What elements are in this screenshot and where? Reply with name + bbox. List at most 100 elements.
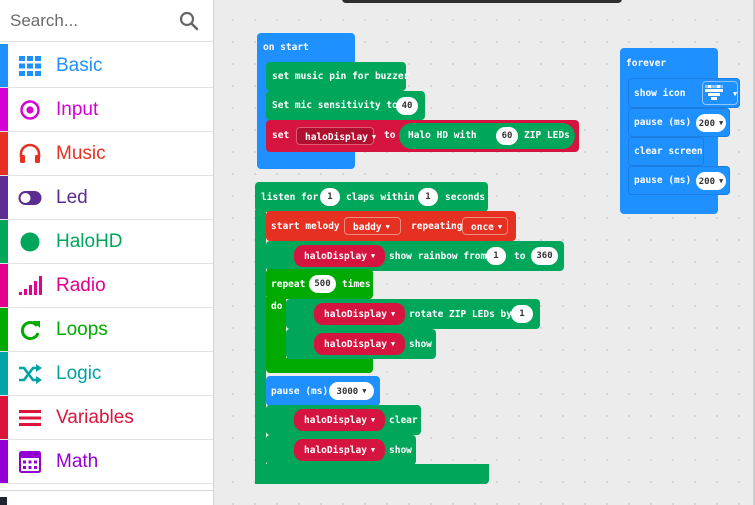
- category-stripe: [0, 352, 8, 395]
- pause-block[interactable]: pause (ms) 3000▼: [266, 376, 380, 406]
- category-halohd[interactable]: HaloHD: [0, 220, 213, 264]
- window-corner: [0, 497, 7, 505]
- halo-display-variable[interactable]: haloDisplay▼: [314, 333, 405, 355]
- category-led[interactable]: Led: [0, 176, 213, 220]
- repeat-block-spine: do: [266, 297, 286, 359]
- category-label: Logic: [56, 363, 102, 384]
- vertical-scrollbar[interactable]: [753, 0, 755, 505]
- pause-value-dropdown[interactable]: 200▼: [696, 114, 726, 132]
- list-icon: [19, 410, 41, 426]
- zip-leds-count[interactable]: 60: [496, 127, 518, 145]
- category-label: Math: [56, 451, 99, 472]
- rotate-label: rotate ZIP LEDs by: [409, 309, 512, 320]
- set-mic-sensitivity-block[interactable]: Set mic sensitivity to 40: [266, 91, 425, 120]
- search-bar: [0, 0, 213, 42]
- claps-within-label: claps within: [346, 192, 415, 203]
- calculator-icon: [19, 451, 41, 473]
- category-variables[interactable]: Variables: [0, 396, 213, 440]
- show-icon-block[interactable]: show icon ▼: [628, 78, 740, 108]
- category-label: Basic: [56, 55, 103, 76]
- halo-display-variable[interactable]: haloDisplay▼: [294, 409, 385, 431]
- category-label: Led: [56, 187, 88, 208]
- show-block[interactable]: haloDisplay▼ show: [266, 435, 416, 465]
- dropdown-arrow-icon: ▼: [371, 133, 377, 141]
- mic-sensitivity-label: Set mic sensitivity to: [272, 100, 398, 111]
- icon-dropdown[interactable]: ▼: [702, 81, 738, 105]
- show-rainbow-label: show rainbow from: [389, 251, 487, 262]
- rotate-zip-leds-block[interactable]: haloDisplay▼ rotate ZIP LEDs by 1: [286, 299, 540, 329]
- rainbow-from-value[interactable]: 1: [486, 247, 506, 265]
- dropdown-arrow-icon: ▼: [385, 223, 390, 231]
- category-music[interactable]: Music: [0, 132, 213, 176]
- search-icon[interactable]: [179, 11, 199, 31]
- category-radio[interactable]: Radio: [0, 264, 213, 308]
- category-stripe: [0, 308, 8, 351]
- do-label: do: [271, 301, 283, 312]
- search-input[interactable]: [10, 8, 170, 34]
- toolbox: Basic Input Music Led HaloHD: [0, 0, 214, 505]
- show-block[interactable]: haloDisplay▼ show: [286, 329, 436, 359]
- dropdown-arrow-icon: ▼: [362, 387, 367, 395]
- heart-icon: [705, 85, 723, 100]
- repeating-label: repeating: [411, 221, 463, 232]
- pause-block[interactable]: pause (ms) 200▼: [628, 108, 730, 137]
- start-melody-block[interactable]: start melody baddy▼ repeating once▼: [266, 211, 516, 241]
- category-stripe: [0, 440, 8, 483]
- refresh-icon: [20, 321, 40, 340]
- dropdown-arrow-icon: ▼: [390, 310, 396, 318]
- dropdown-arrow-icon: ▼: [370, 252, 376, 260]
- repeat-block[interactable]: repeat 500 times: [266, 269, 373, 299]
- variable-dropdown[interactable]: haloDisplay▼: [296, 127, 377, 145]
- category-label: Loops: [56, 319, 108, 340]
- category-label: Input: [56, 99, 99, 120]
- repeat-block-footer: [266, 358, 373, 373]
- set-music-pin-label: set music pin for buzzer: [272, 71, 410, 82]
- pause-block[interactable]: pause (ms) 200▼: [628, 166, 730, 195]
- blocks-workspace[interactable]: on start set music pin for buzzer Set mi…: [214, 0, 755, 505]
- melody-dropdown[interactable]: baddy▼: [344, 217, 401, 235]
- horizontal-scrollbar[interactable]: [342, 0, 622, 3]
- dropdown-arrow-icon: ▼: [733, 90, 738, 98]
- dropdown-arrow-icon: ▼: [719, 177, 724, 185]
- on-start-label: on start: [263, 42, 309, 53]
- category-math[interactable]: Math: [0, 440, 213, 484]
- target-icon: [20, 100, 40, 120]
- category-basic[interactable]: Basic: [0, 44, 213, 88]
- halo-hd-with-reporter[interactable]: Halo HD with 60 ZIP LEDs: [399, 123, 575, 149]
- category-label: Music: [56, 143, 106, 164]
- pause-value-dropdown[interactable]: 3000▼: [329, 382, 374, 400]
- category-logic[interactable]: Logic: [0, 352, 213, 396]
- dropdown-arrow-icon: ▼: [719, 119, 724, 127]
- mic-sensitivity-value[interactable]: 40: [396, 97, 418, 115]
- category-input[interactable]: Input: [0, 88, 213, 132]
- pause-label: pause (ms): [634, 117, 692, 128]
- category-stripe: [0, 220, 8, 263]
- seconds-value[interactable]: 1: [418, 188, 438, 206]
- rainbow-to-value[interactable]: 360: [531, 247, 558, 265]
- rotate-by-value[interactable]: 1: [511, 305, 533, 323]
- halo-display-variable[interactable]: haloDisplay▼: [294, 245, 385, 267]
- repeat-times-value[interactable]: 500: [309, 275, 336, 293]
- set-label: set: [272, 130, 290, 141]
- set-music-pin-block[interactable]: set music pin for buzzer: [266, 62, 410, 91]
- category-stripe: [0, 132, 8, 175]
- listen-for-claps-block[interactable]: listen for 1 claps within 1 seconds: [255, 182, 488, 212]
- halo-hd-with-label: Halo HD with: [408, 130, 477, 141]
- grid-icon: [19, 56, 41, 76]
- halo-display-variable[interactable]: haloDisplay▼: [314, 303, 405, 325]
- halo-display-variable[interactable]: haloDisplay▼: [294, 439, 385, 461]
- claps-count[interactable]: 1: [320, 188, 340, 206]
- set-variable-block[interactable]: set haloDisplay▼ to Halo HD with 60 ZIP …: [266, 120, 579, 152]
- clear-screen-block[interactable]: clear screen: [628, 137, 704, 166]
- toggle-icon: [18, 191, 42, 205]
- repeat-mode-dropdown[interactable]: once▼: [462, 217, 508, 235]
- clear-block[interactable]: haloDisplay▼ clear: [266, 405, 421, 435]
- shuffle-icon: [19, 364, 42, 384]
- category-loops[interactable]: Loops: [0, 308, 213, 352]
- category-stripe: [0, 176, 8, 219]
- pause-value-dropdown[interactable]: 200▼: [696, 172, 726, 190]
- show-rainbow-block[interactable]: haloDisplay▼ show rainbow from 1 to 360: [266, 241, 564, 271]
- listen-for-label: listen for: [261, 192, 319, 203]
- category-label: HaloHD: [56, 231, 123, 252]
- category-label: Variables: [56, 407, 134, 428]
